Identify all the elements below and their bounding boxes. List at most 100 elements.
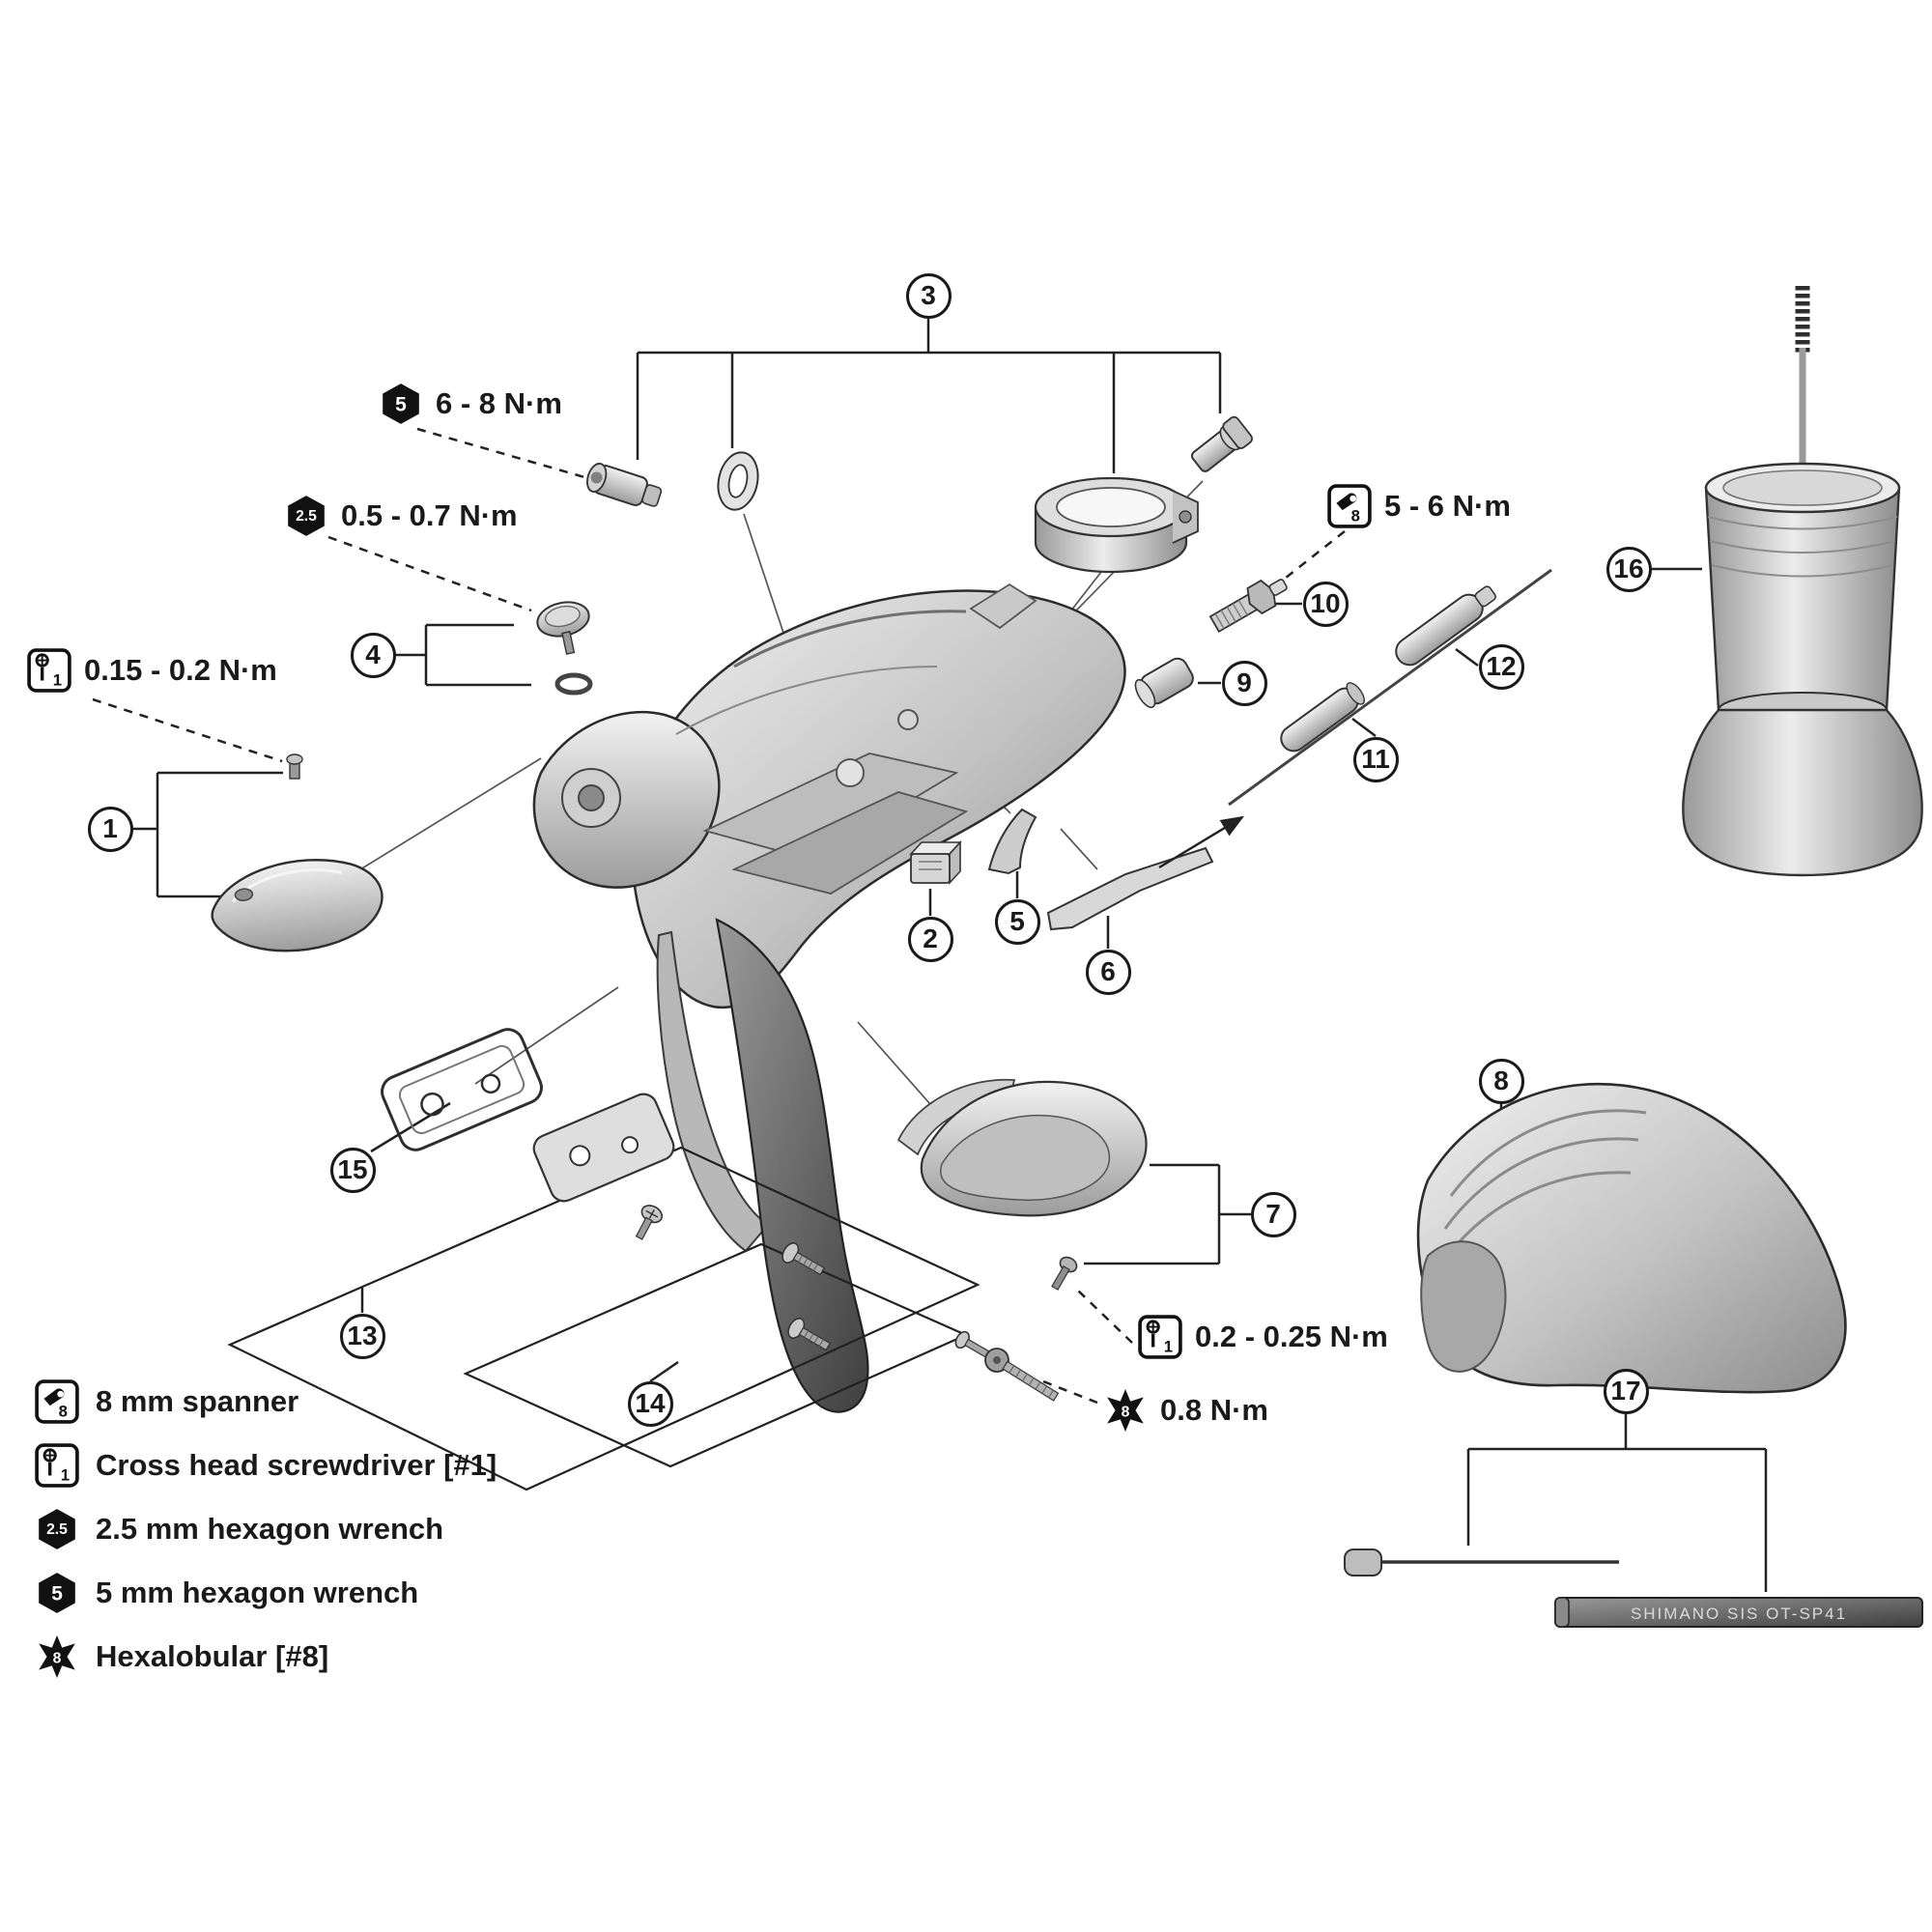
torque-label: 1 0.15 - 0.2 N·m bbox=[27, 648, 277, 693]
callout-number: 15 bbox=[337, 1154, 368, 1184]
spacer-block-2 bbox=[909, 839, 962, 886]
washer bbox=[717, 451, 759, 511]
o-ring bbox=[554, 672, 593, 696]
spanner-icon: 8 bbox=[35, 1379, 79, 1424]
plane-13 bbox=[227, 1146, 980, 1492]
cable-housing-label: SHIMANO SIS OT-SP41 bbox=[1631, 1605, 1847, 1623]
screwdriver-icon: 1 bbox=[27, 648, 71, 693]
callout-10: 10 bbox=[1302, 581, 1349, 627]
hex-icon: 5 bbox=[379, 382, 423, 426]
torque-leader-lines bbox=[92, 427, 1346, 1405]
svg-text:1: 1 bbox=[53, 671, 62, 690]
callout-number: 5 bbox=[1009, 906, 1025, 936]
brake-lever-blade bbox=[715, 918, 869, 1413]
callout-6: 6 bbox=[1085, 949, 1131, 995]
svg-text:1: 1 bbox=[1164, 1338, 1173, 1356]
hex-icon: 2.5 bbox=[35, 1507, 79, 1551]
svg-text:8: 8 bbox=[53, 1650, 62, 1666]
fixing-bolt bbox=[586, 463, 663, 507]
callout-number: 14 bbox=[635, 1388, 666, 1418]
legend-label: 2.5 mm hexagon wrench bbox=[96, 1512, 444, 1546]
hex-icon: 2.5 bbox=[284, 494, 328, 538]
legend-label: 8 mm spanner bbox=[96, 1384, 299, 1418]
svg-text:2.5: 2.5 bbox=[46, 1521, 68, 1538]
callout-4: 4 bbox=[350, 632, 396, 678]
screwdriver-icon: 1 bbox=[1138, 1315, 1182, 1359]
torque-label: 2.5 0.5 - 0.7 N·m bbox=[284, 494, 518, 538]
callout-5: 5 bbox=[994, 898, 1040, 945]
svg-text:5: 5 bbox=[395, 393, 407, 415]
tool-legend: 8 8 mm spanner 1 Cross head screwdriver … bbox=[35, 1379, 497, 1679]
svg-text:2.5: 2.5 bbox=[296, 508, 317, 525]
callout-17: 17 bbox=[1603, 1368, 1649, 1414]
svg-text:8: 8 bbox=[1351, 507, 1360, 526]
screwdriver-icon: 1 bbox=[35, 1443, 79, 1488]
callout-2: 2 bbox=[907, 916, 953, 962]
torque-value: 0.5 - 0.7 N·m bbox=[341, 498, 518, 532]
torque-value: 6 - 8 N·m bbox=[436, 386, 562, 420]
callout-number: 12 bbox=[1486, 651, 1517, 681]
callout-number: 10 bbox=[1310, 588, 1341, 618]
hexalobular-screw bbox=[984, 1348, 1060, 1402]
svg-text:5: 5 bbox=[51, 1582, 63, 1605]
hex-icon: 5 bbox=[35, 1571, 79, 1615]
bleed-funnel-16 bbox=[1682, 286, 1923, 877]
callout-number: 6 bbox=[1100, 956, 1116, 986]
release-lever-6 bbox=[1046, 815, 1245, 931]
callout-3: 3 bbox=[905, 272, 952, 319]
inner-cable-line bbox=[1228, 568, 1552, 807]
bracket-cover-8 bbox=[1416, 1082, 1847, 1394]
name-plate-screw bbox=[286, 753, 303, 780]
callout-number: 13 bbox=[347, 1321, 378, 1350]
callout-8: 8 bbox=[1478, 1058, 1524, 1104]
clamp-bolt bbox=[1190, 415, 1253, 472]
torque-label: 1 0.2 - 0.25 N·m bbox=[1138, 1315, 1388, 1359]
leader-lines bbox=[132, 319, 1768, 1592]
cable-housing: SHIMANO SIS OT-SP41 bbox=[1554, 1597, 1923, 1628]
callout-15: 15 bbox=[329, 1147, 376, 1193]
hexalobular-icon: 8 bbox=[1103, 1388, 1148, 1433]
cover-screw bbox=[1051, 1256, 1078, 1291]
callout-number: 8 bbox=[1493, 1065, 1509, 1095]
callout-14: 14 bbox=[627, 1380, 673, 1427]
plate-screws bbox=[635, 1205, 991, 1359]
torque-label: 8 5 - 6 N·m bbox=[1327, 484, 1511, 528]
mounting-plate-a bbox=[381, 1028, 543, 1151]
adjust-cap bbox=[536, 601, 593, 696]
name-plate bbox=[211, 859, 384, 952]
housing-segment-12 bbox=[1395, 585, 1496, 667]
torque-value: 5 - 6 N·m bbox=[1384, 489, 1511, 523]
legend-row: 2.5 2.5 mm hexagon wrench bbox=[35, 1507, 497, 1551]
callout-number: 2 bbox=[923, 923, 938, 953]
mounting-plate-b bbox=[532, 1093, 675, 1203]
callout-number: 7 bbox=[1265, 1199, 1281, 1229]
callout-number: 1 bbox=[102, 813, 118, 843]
bracket-covers-7 bbox=[896, 1078, 1148, 1217]
callout-11: 11 bbox=[1352, 736, 1399, 782]
legend-label: Hexalobular [#8] bbox=[96, 1639, 329, 1673]
cable-adjuster-10 bbox=[1208, 579, 1288, 634]
callout-number: 16 bbox=[1613, 554, 1644, 583]
svg-text:1: 1 bbox=[61, 1466, 70, 1485]
clamp-band bbox=[1034, 476, 1199, 574]
callout-7: 7 bbox=[1250, 1191, 1296, 1237]
callout-number: 9 bbox=[1236, 668, 1252, 697]
callout-number: 11 bbox=[1361, 744, 1390, 774]
torque-value: 0.8 N·m bbox=[1160, 1393, 1268, 1427]
callout-12: 12 bbox=[1478, 643, 1524, 690]
boot-9 bbox=[1134, 657, 1194, 709]
legend-row: 8 Hexalobular [#8] bbox=[35, 1634, 497, 1679]
callout-13: 13 bbox=[339, 1313, 385, 1359]
legend-row: 1 Cross head screwdriver [#1] bbox=[35, 1443, 497, 1488]
legend-label: 5 mm hexagon wrench bbox=[96, 1576, 419, 1609]
callout-number: 4 bbox=[365, 639, 381, 669]
lever-body bbox=[532, 582, 1126, 1413]
legend-row: 5 5 mm hexagon wrench bbox=[35, 1571, 497, 1615]
housing-segment-11 bbox=[1280, 682, 1365, 753]
legend-label: Cross head screwdriver [#1] bbox=[96, 1448, 497, 1482]
pawl-lever-5 bbox=[987, 808, 1037, 875]
svg-text:8: 8 bbox=[1122, 1404, 1130, 1420]
callout-number: 17 bbox=[1610, 1376, 1641, 1406]
